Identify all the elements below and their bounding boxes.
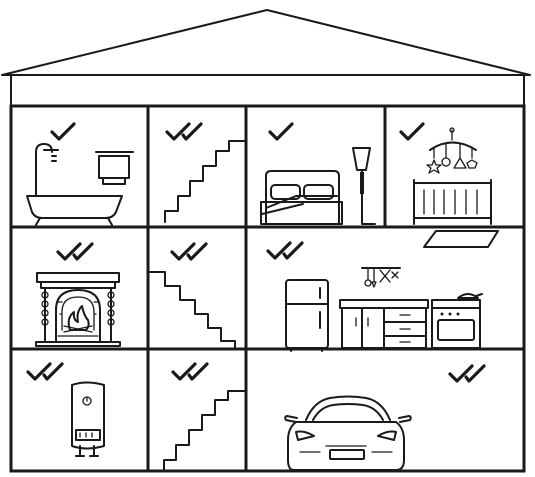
kitchen-counter-icon xyxy=(339,299,429,349)
room-utility-room-check-icon xyxy=(26,362,64,381)
crib-icon xyxy=(413,179,492,225)
oven-icon xyxy=(431,293,483,349)
room-stairs-top-check-icon xyxy=(165,122,203,141)
rug-icon xyxy=(423,230,499,248)
staircase-icon xyxy=(164,140,247,223)
room-bathroom-check-icon xyxy=(50,122,76,141)
room-stairs-bottom xyxy=(163,362,247,472)
room-nursery xyxy=(399,122,499,248)
attic-wall xyxy=(10,74,525,107)
room-stairs-bottom-check-icon xyxy=(171,362,209,381)
room-kitchen-check-icon xyxy=(266,241,304,260)
room-stairs-top xyxy=(164,122,247,223)
bed-icon xyxy=(260,170,343,225)
kitchen-tools-icon xyxy=(361,267,401,288)
room-garage xyxy=(284,364,486,471)
room-bedroom-check-icon xyxy=(268,122,294,141)
room-kitchen xyxy=(266,241,483,352)
room-bathroom xyxy=(26,122,134,226)
staircase-bottom-icon xyxy=(163,390,247,472)
room-living-room-check-icon xyxy=(56,242,94,261)
room-living-room xyxy=(35,242,121,347)
floor-lamp-icon xyxy=(352,147,376,225)
bathtub-icon xyxy=(26,143,134,226)
refrigerator-icon xyxy=(285,279,329,352)
baby-mobile-icon xyxy=(426,127,478,174)
staircase-down-icon xyxy=(149,271,236,350)
fireplace-icon xyxy=(35,272,121,347)
car-icon xyxy=(284,395,412,471)
water-heater-icon xyxy=(71,381,105,457)
room-nursery-check-icon xyxy=(399,122,425,141)
room-stairs-middle-check-icon xyxy=(170,242,208,261)
room-garage-check-icon xyxy=(448,364,486,383)
room-stairs-middle xyxy=(149,242,236,350)
roof xyxy=(1,9,531,76)
room-bedroom xyxy=(260,122,376,225)
room-utility-room xyxy=(26,362,105,457)
